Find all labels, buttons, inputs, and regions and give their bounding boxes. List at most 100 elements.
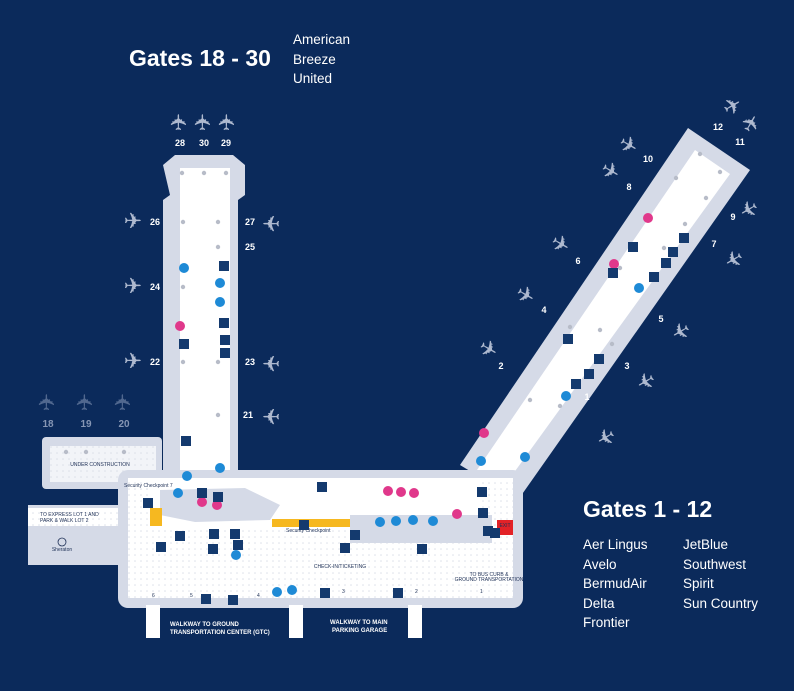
amenity-square-icon[interactable] [201, 594, 211, 604]
airplane-icon: ✈ [112, 393, 137, 411]
family-restroom-icon[interactable] [383, 486, 393, 496]
gate-10[interactable]: 10 [643, 154, 653, 164]
family-restroom-icon[interactable] [212, 500, 222, 510]
amenity-square-icon[interactable] [197, 488, 207, 498]
restroom-icon[interactable] [215, 297, 225, 307]
restroom-icon[interactable] [375, 517, 385, 527]
amenity-square-icon[interactable] [179, 339, 189, 349]
amenity-square-icon[interactable] [563, 334, 573, 344]
airline: BermudAir [583, 576, 647, 591]
amenity-square-icon[interactable] [156, 542, 166, 552]
sheraton-label: Sheraton [52, 547, 73, 553]
gate-2[interactable]: 2 [498, 361, 503, 371]
walkway-garage[interactable] [289, 605, 303, 638]
amenity-square-icon[interactable] [417, 544, 427, 554]
gate-1[interactable]: 1 [584, 392, 589, 402]
gate-7[interactable]: 7 [711, 239, 716, 249]
amenity-square-icon[interactable] [317, 482, 327, 492]
family-restroom-icon[interactable] [643, 213, 653, 223]
express-lot-walkway[interactable] [28, 508, 128, 526]
gate-26[interactable]: 26 [150, 217, 160, 227]
gate-6[interactable]: 6 [575, 256, 580, 266]
amenity-square-icon[interactable] [219, 318, 229, 328]
airline: Southwest [683, 556, 747, 572]
amenity-square-icon[interactable] [230, 529, 240, 539]
amenity-square-icon[interactable] [350, 530, 360, 540]
walkway-gtc[interactable] [146, 605, 160, 638]
restroom-icon[interactable] [182, 471, 192, 481]
amenity-square-icon[interactable] [584, 369, 594, 379]
amenity-square-icon[interactable] [483, 526, 493, 536]
gate-22[interactable]: 22 [150, 357, 160, 367]
amenity-square-icon[interactable] [220, 348, 230, 358]
gate-dot [661, 245, 667, 251]
family-restroom-icon[interactable] [479, 428, 489, 438]
amenity-square-icon[interactable] [220, 335, 230, 345]
restroom-icon[interactable] [287, 585, 297, 595]
gate-29[interactable]: 29 [221, 138, 231, 148]
gate-24[interactable]: 24 [150, 282, 160, 292]
gate-5[interactable]: 5 [658, 314, 663, 324]
gate-dot [703, 195, 709, 201]
restroom-icon[interactable] [520, 452, 530, 462]
gate-23[interactable]: 23 [245, 357, 255, 367]
restroom-icon[interactable] [408, 515, 418, 525]
north-concourse-title: Gates 18 - 30 [129, 45, 271, 71]
amenity-square-icon[interactable] [490, 528, 500, 538]
gate-12[interactable]: 12 [713, 122, 723, 132]
restroom-icon[interactable] [215, 463, 225, 473]
gate-4[interactable]: 4 [541, 305, 546, 315]
restroom-icon[interactable] [391, 516, 401, 526]
restroom-icon[interactable] [561, 391, 571, 401]
amenity-square-icon[interactable] [143, 498, 153, 508]
family-restroom-icon[interactable] [175, 321, 185, 331]
family-restroom-icon[interactable] [609, 259, 619, 269]
restroom-icon[interactable] [215, 278, 225, 288]
family-restroom-icon[interactable] [197, 497, 207, 507]
gate-27[interactable]: 27 [245, 217, 255, 227]
restroom-icon[interactable] [179, 263, 189, 273]
amenity-square-icon[interactable] [213, 492, 223, 502]
amenity-square-icon[interactable] [668, 247, 678, 257]
restroom-icon[interactable] [634, 283, 644, 293]
gate-11[interactable]: 11 [735, 137, 745, 147]
gate-30[interactable]: 30 [199, 138, 209, 148]
amenity-square-icon[interactable] [228, 595, 238, 605]
amenity-square-icon[interactable] [628, 242, 638, 252]
restroom-icon[interactable] [272, 587, 282, 597]
amenity-square-icon[interactable] [299, 520, 309, 530]
amenity-square-icon[interactable] [594, 354, 604, 364]
restroom-icon[interactable] [173, 488, 183, 498]
airplane-icon: ✈ [719, 243, 747, 274]
amenity-square-icon[interactable] [679, 233, 689, 243]
amenity-square-icon[interactable] [219, 261, 229, 271]
walkway-garage-2[interactable] [408, 605, 422, 638]
amenity-square-icon[interactable] [608, 268, 618, 278]
amenity-square-icon[interactable] [208, 544, 218, 554]
restroom-icon[interactable] [428, 516, 438, 526]
amenity-square-icon[interactable] [649, 272, 659, 282]
amenity-square-icon[interactable] [661, 258, 671, 268]
amenity-square-icon[interactable] [478, 508, 488, 518]
gate-9[interactable]: 9 [730, 212, 735, 222]
family-restroom-icon[interactable] [409, 488, 419, 498]
gate-28[interactable]: 28 [175, 138, 185, 148]
family-restroom-icon[interactable] [396, 487, 406, 497]
amenity-square-icon[interactable] [181, 436, 191, 446]
restroom-icon[interactable] [476, 456, 486, 466]
gate-25[interactable]: 25 [245, 242, 255, 252]
amenity-square-icon[interactable] [571, 379, 581, 389]
amenity-square-icon[interactable] [233, 540, 243, 550]
gate-21[interactable]: 21 [243, 410, 253, 420]
amenity-square-icon[interactable] [175, 531, 185, 541]
amenity-square-icon[interactable] [393, 588, 403, 598]
amenity-square-icon[interactable] [209, 529, 219, 539]
gate-3[interactable]: 3 [624, 361, 629, 371]
restroom-icon[interactable] [231, 550, 241, 560]
family-restroom-icon[interactable] [452, 509, 462, 519]
amenity-square-icon[interactable] [477, 487, 487, 497]
amenity-square-icon[interactable] [340, 543, 350, 553]
gate-8[interactable]: 8 [626, 182, 631, 192]
amenity-square-icon[interactable] [320, 588, 330, 598]
